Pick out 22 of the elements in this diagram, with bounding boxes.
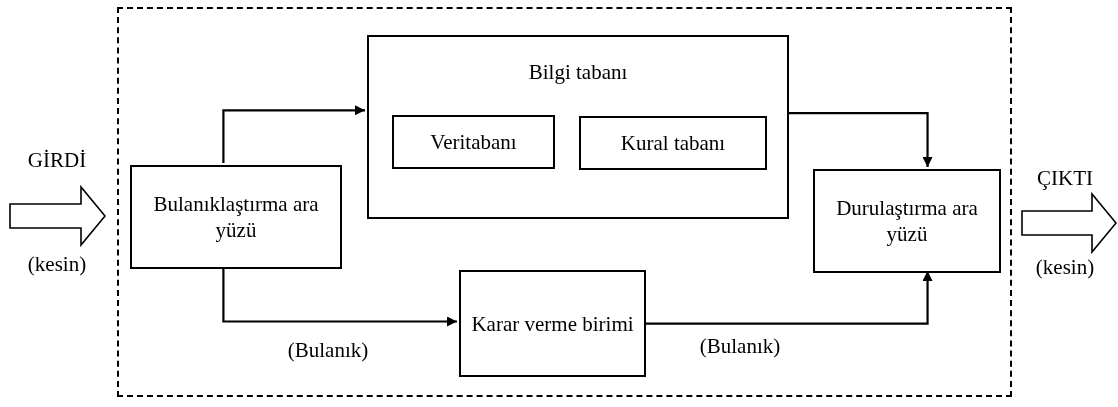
arrow [787,111,933,167]
box-label: Durulaştırma ara yüzü [835,195,979,247]
box-title: Bilgi tabanı [528,59,628,85]
database-box [392,115,555,169]
block-arrow [1021,191,1118,255]
arrow [222,267,457,327]
process-box [130,165,342,269]
block-arrow [9,184,107,248]
box-label: Kural tabanı [619,130,727,156]
box-label: Veritabanı [429,129,518,155]
arrow [222,105,365,163]
process-box [459,270,646,377]
arrow [644,271,933,325]
io-label: GİRDİ [26,148,88,172]
process-box [813,169,1001,273]
io-label: (kesin) [1034,255,1096,279]
box-label: Bulanıklaştırma ara yüzü [152,191,320,243]
rule-base-box [579,116,767,170]
io-label: (kesin) [26,252,88,276]
io-label: ÇIKTI [1036,166,1094,190]
knowledge-base-box [367,35,789,219]
box-label: Karar verme birimi [470,310,635,337]
